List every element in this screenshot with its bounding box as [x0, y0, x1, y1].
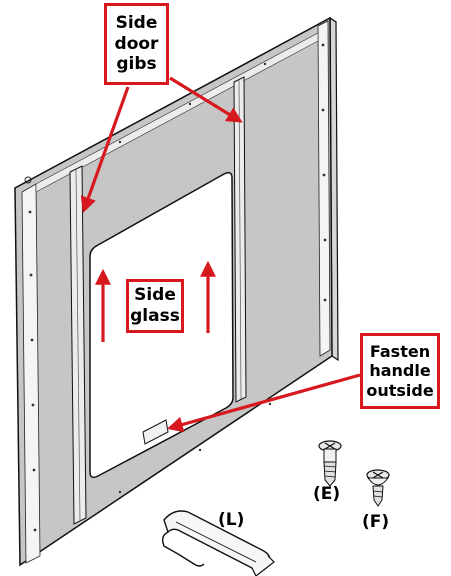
right-flange — [317, 20, 331, 357]
side-door-gibs-callout: Side door gibs — [104, 3, 169, 85]
screw-f-icon — [366, 469, 390, 507]
callout-arrows — [80, 76, 361, 433]
top-lip — [35, 32, 319, 193]
screw-e-label: (E) — [313, 484, 341, 504]
gib-arrow-left — [80, 86, 130, 214]
handle-arrow — [166, 373, 361, 433]
gib-arrow-right — [169, 76, 243, 123]
handle-l-icon — [161, 510, 275, 576]
screw-e-icon — [318, 440, 342, 487]
fasten-handle-callout: Fasten handle outside — [360, 333, 440, 409]
screw-f-label: (F) — [362, 512, 390, 532]
handle-l-label: (L) — [218, 510, 245, 530]
panel-holes — [24, 43, 327, 532]
side-glass-callout: Side glass — [126, 279, 184, 333]
left-flange — [21, 183, 41, 564]
